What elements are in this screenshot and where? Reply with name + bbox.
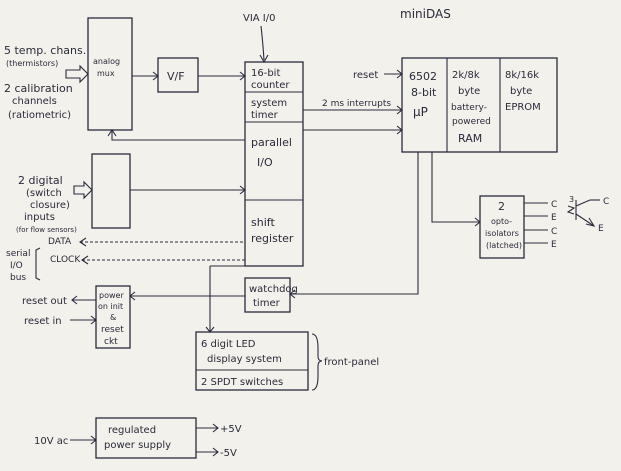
clock-line-label: CLOCK [50, 255, 81, 265]
cpu-memory-box [401, 57, 558, 153]
digital-conditioner-box [91, 153, 131, 229]
opto-out-c2: C [551, 227, 557, 237]
via-pointer [260, 25, 265, 61]
temp-inputs-label: 5 temp. chans. [4, 44, 86, 57]
rom-label-2: byte [510, 86, 532, 97]
ram-label-4: powered [452, 117, 491, 127]
parallel-io-label-1: parallel [251, 136, 292, 149]
reset-out-label: reset out [22, 296, 67, 307]
counter-label-2: counter [251, 80, 290, 91]
thermistors-label: (thermistors) [6, 59, 58, 68]
system-timer-label-1: system [251, 98, 287, 109]
power-supply-label-2: power supply [104, 440, 171, 451]
ram-label-5: RAM [458, 132, 482, 145]
opto-label-2: opto- [491, 217, 512, 226]
flow-sensors-label: (for flow sensors) [16, 226, 77, 234]
front-panel-box [195, 331, 309, 391]
transistor-symbol [566, 199, 600, 227]
data-line-label: DATA [48, 237, 72, 247]
por-label-1: power [99, 291, 124, 300]
watchdog-label-2: timer [253, 298, 281, 309]
reset-in-label: reset in [24, 316, 62, 327]
minus5-label: -5V [220, 448, 237, 459]
plus5-label: +5V [220, 424, 242, 435]
ac-input-label: 10V ac [34, 436, 68, 447]
led-label-2: display system [207, 354, 282, 365]
cpu-opto-line [431, 152, 480, 223]
inputs-label: inputs [24, 212, 55, 223]
por-label-2: on init [98, 302, 123, 311]
parallel-io-label-2: I/O [257, 156, 273, 169]
power-supply-label-1: regulated [108, 425, 156, 436]
transistor-pin-c: C [603, 197, 609, 207]
transistor-pin-e: E [598, 224, 604, 234]
vf-converter-box [157, 57, 199, 93]
cpu-label-1: 6502 [409, 70, 437, 83]
rom-label-3: EPROM [505, 102, 541, 113]
interrupts-label: 2 ms interrupts [322, 99, 391, 109]
mux-select-line [111, 130, 245, 141]
cpu-reset-label: reset [353, 70, 378, 81]
transistor-pin-3: 3 [569, 195, 574, 204]
shift-register-label-2: register [251, 232, 294, 245]
ram-label-1: 2k/8k [452, 70, 480, 81]
cpu-label-2: 8-bit [411, 86, 437, 99]
opto-out-e1: E [551, 213, 557, 223]
digital-input-arrow [73, 180, 93, 200]
closure-label: closure) [30, 200, 70, 211]
vf-label: V/F [167, 70, 185, 83]
power-on-reset-box [95, 285, 131, 349]
analog-mux-box [87, 17, 133, 131]
watchdog-box [244, 277, 291, 313]
analog-mux-label-1: analog [93, 57, 120, 66]
serial-label-2: I/O [10, 261, 23, 271]
rom-label-1: 8k/16k [505, 70, 539, 81]
opto-label-4: (latched) [486, 241, 522, 250]
opto-isolator-box [479, 195, 525, 259]
digital-inputs-label: 2 digital [18, 174, 63, 187]
front-panel-label: front-panel [324, 357, 379, 368]
calibration-label: 2 calibration [4, 82, 73, 95]
ram-label-3: battery- [451, 103, 487, 113]
por-label-5: ckt [104, 337, 118, 347]
serial-label-1: serial [6, 249, 30, 259]
via-chip-box [244, 61, 304, 267]
counter-label-1: 16-bit [251, 68, 280, 79]
analog-input-arrow [65, 64, 89, 84]
serial-label-3: bus [10, 273, 26, 283]
analog-mux-label-2: mux [97, 69, 115, 78]
watchdog-label-1: watchdog [249, 284, 298, 295]
opto-label-1: 2 [498, 200, 505, 213]
via-label: VIA I/0 [243, 13, 276, 24]
led-label-1: 6 digit LED [201, 339, 256, 350]
ram-label-2: byte [458, 86, 480, 97]
por-label-3: & [110, 313, 116, 322]
opto-out-c1: C [551, 200, 557, 210]
shift-register-label-1: shift [251, 216, 275, 229]
opto-label-3: isolators [485, 229, 519, 238]
switches-label: 2 SPDT switches [201, 377, 283, 388]
por-label-4: reset [101, 325, 124, 335]
power-supply-box [95, 417, 197, 459]
cpu-label-3: μP [413, 105, 428, 119]
diagram-title: miniDAS [400, 7, 451, 21]
ratiometric-label: (ratiometric) [8, 110, 71, 121]
system-timer-label-2: timer [251, 110, 279, 121]
switch-label: (switch [26, 188, 62, 199]
channels-label: channels [12, 96, 57, 107]
cpu-watchdog-line [290, 152, 419, 295]
opto-out-e2: E [551, 240, 557, 250]
